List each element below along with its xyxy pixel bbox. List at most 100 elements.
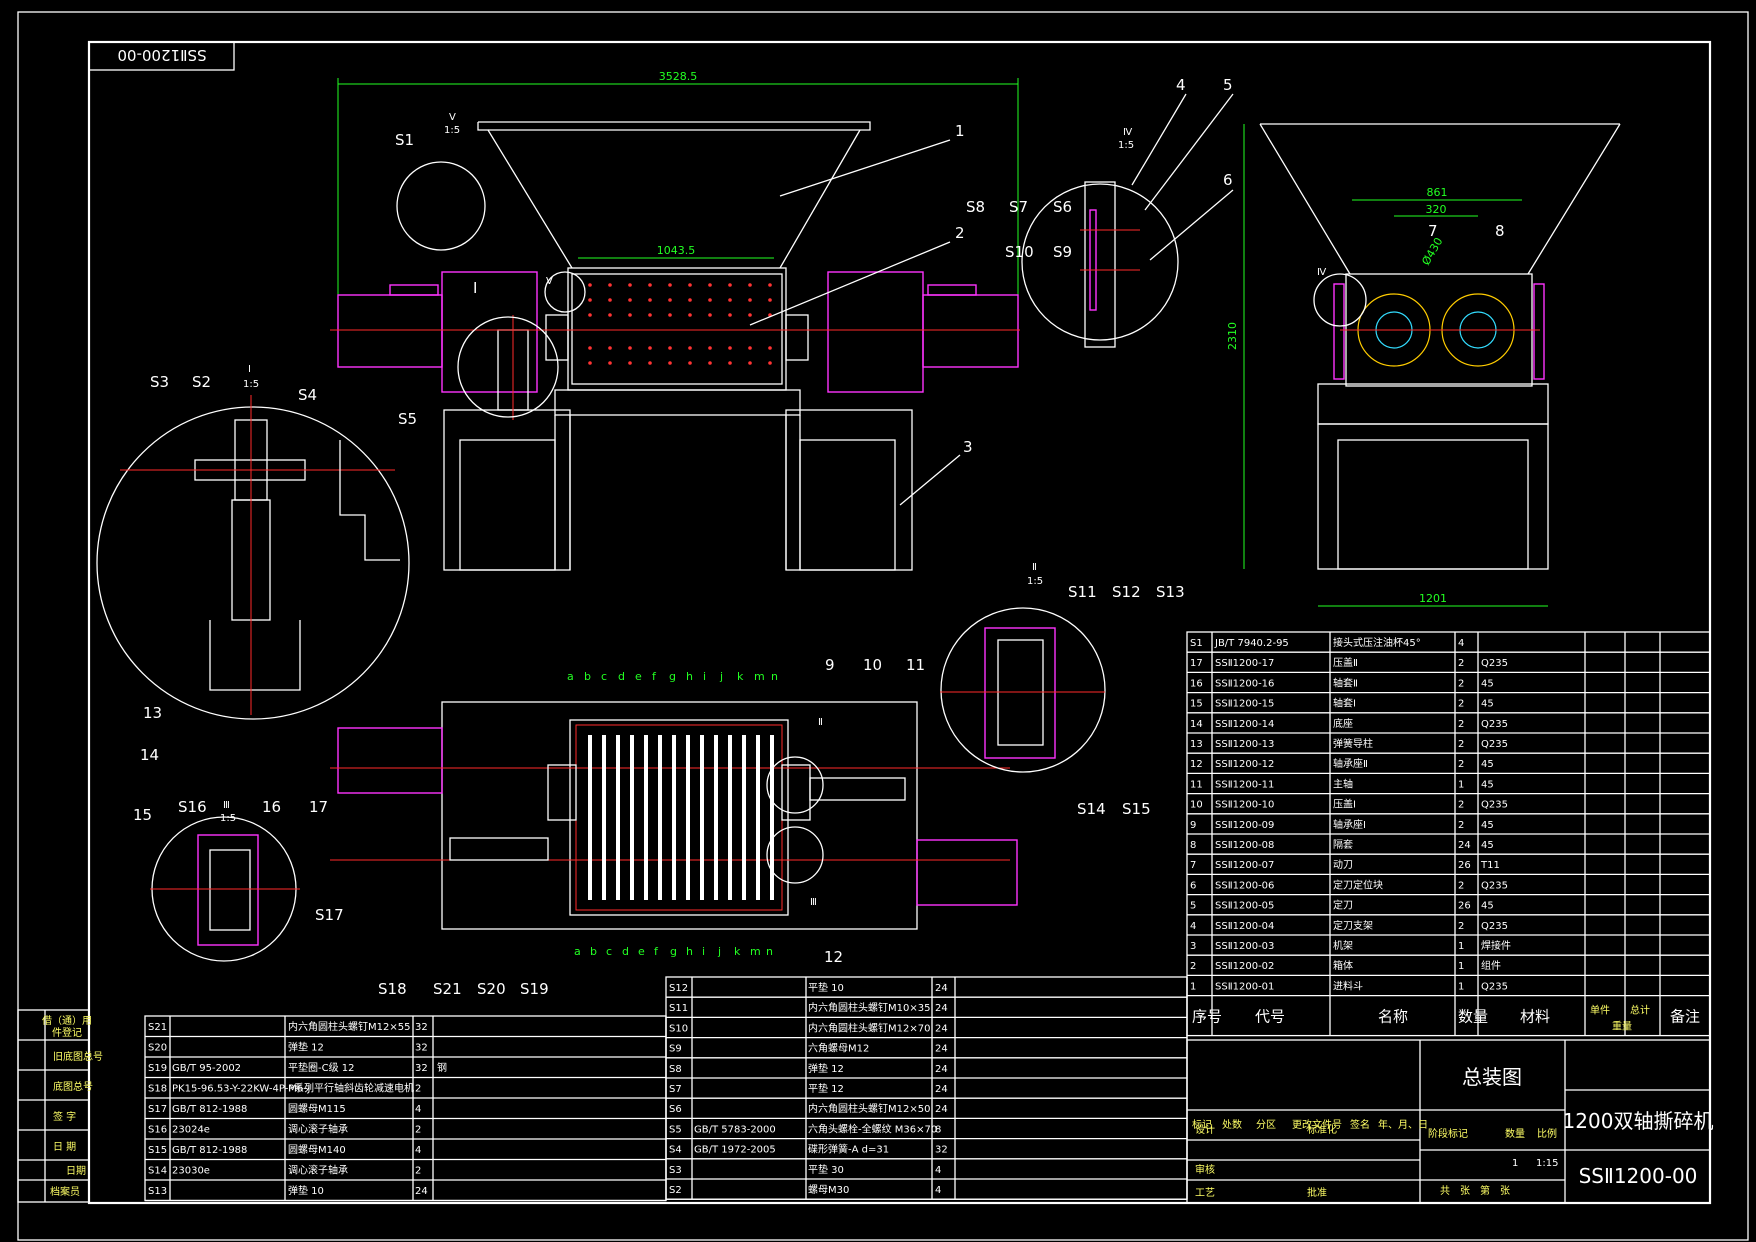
parts-cell: SSⅡ1200-03 [1215, 941, 1274, 952]
parts-cell: 26 [1458, 901, 1471, 912]
rotated-number-box [88, 41, 235, 71]
parts-cell: SSⅡ1200-09 [1215, 820, 1274, 831]
svg-text:d: d [622, 945, 629, 958]
parts-cell: 焊接件 [1481, 939, 1511, 952]
svg-text:标记: 标记 [1192, 1119, 1212, 1131]
parts-cell: SSⅡ1200-01 [1215, 981, 1274, 992]
std-cell: S18 [148, 1084, 167, 1095]
parts-cell: SSⅡ1200-08 [1215, 840, 1274, 851]
parts-cell: Q235 [1481, 981, 1508, 992]
parts-cell: 定刀定位块 [1333, 878, 1383, 891]
svg-text:b: b [584, 670, 591, 683]
parts-cell: 接头式压注油杯45° [1333, 636, 1421, 649]
parts-cell: 组件 [1481, 959, 1501, 972]
std-cell: 23030e [172, 1166, 210, 1177]
plan-view: a b c d e f g h i j k m n a b c d e f g … [330, 656, 1018, 998]
parts-cell: 机架 [1333, 939, 1353, 952]
callout-s11: S11 [1068, 583, 1097, 601]
parts-cell: 2 [1458, 678, 1464, 689]
parts-cell: 2 [1458, 759, 1464, 770]
callout-2: 2 [955, 224, 965, 242]
parts-cell: Q235 [1481, 880, 1508, 891]
std-cell: 32 [935, 1145, 948, 1156]
callout-6: 6 [1223, 171, 1233, 189]
parts-cell: 6 [1190, 880, 1196, 891]
dim-320: 320 [1426, 203, 1447, 216]
std-cell: GB/T 812-1988 [172, 1145, 247, 1156]
svg-text:1:5: 1:5 [220, 813, 236, 824]
parts-cell: 45 [1481, 820, 1494, 831]
callout-14: 14 [140, 746, 159, 764]
parts-cell: 弹簧导柱 [1333, 737, 1373, 750]
svg-text:e: e [638, 945, 645, 958]
parts-header-remark: 备注 [1670, 1008, 1700, 1026]
svg-text:I: I [248, 364, 251, 375]
parts-cell: 箱体 [1333, 959, 1353, 972]
parts-cell: 45 [1481, 699, 1494, 710]
svg-text:档案员: 档案员 [50, 1185, 80, 1198]
svg-text:重量: 重量 [1612, 1020, 1632, 1033]
side-revision-block: 借（通）用 件登记 旧底图总号 底图总号 签 字 日 期 档案员 日期 [17, 1009, 103, 1203]
svg-text:h: h [686, 670, 693, 683]
std-cell: 螺母M30 [808, 1184, 849, 1196]
svg-text:Ⅱ: Ⅱ [1032, 562, 1037, 573]
svg-text:日期: 日期 [66, 1165, 86, 1177]
parts-cell: 10 [1190, 800, 1203, 811]
svg-text:审核: 审核 [1195, 1163, 1215, 1176]
parts-cell: 动刀 [1333, 859, 1353, 871]
parts-header-qty: 数量 [1458, 1008, 1488, 1026]
svg-text:Ⅲ: Ⅲ [223, 800, 230, 811]
side-view: 861 320 Ø430 2310 1201 7 8 Ⅳ [1226, 123, 1621, 607]
svg-text:a: a [567, 670, 574, 683]
std-cell: 24 [935, 1044, 948, 1055]
svg-text:a: a [574, 945, 581, 958]
parts-cell: 1 [1458, 941, 1464, 952]
dim-dia-430: Ø430 [1419, 235, 1445, 267]
drawing-number: SSⅡ1200-00 [1579, 1164, 1698, 1188]
svg-text:c: c [601, 670, 607, 683]
parts-cell: 2 [1458, 739, 1464, 750]
callout-s3: S3 [150, 373, 169, 391]
std-cell: S4 [669, 1145, 682, 1156]
callout-s17: S17 [315, 906, 344, 924]
std-cell: 24 [935, 1003, 948, 1014]
dim-2310: 2310 [1226, 322, 1239, 350]
svg-text:底图总号: 底图总号 [53, 1080, 93, 1093]
parts-cell: 5 [1190, 901, 1196, 912]
std-cell: 碟形弹簧-A d=31 [808, 1143, 889, 1156]
callout-10: 10 [863, 656, 882, 674]
callout-8: 8 [1495, 222, 1505, 240]
parts-cell: SSⅡ1200-10 [1215, 800, 1274, 811]
parts-cell: 24 [1458, 840, 1471, 851]
outer-frame [17, 11, 1749, 1241]
callout-s8: S8 [966, 198, 985, 216]
svg-text:g: g [670, 945, 677, 958]
parts-cell: 轴套Ⅱ [1333, 676, 1358, 689]
std-cell: 弹垫 12 [288, 1041, 324, 1054]
svg-text:k: k [734, 945, 741, 958]
svg-text:1:5: 1:5 [444, 125, 460, 136]
svg-text:旧底图总号: 旧底图总号 [53, 1050, 103, 1063]
std-cell: 圆螺母M115 [288, 1103, 346, 1115]
parts-header-code: 代号 [1255, 1008, 1285, 1026]
parts-cell: 2 [1458, 820, 1464, 831]
std-cell: GB/T 95-2002 [172, 1063, 241, 1074]
parts-cell: S1 [1190, 638, 1203, 649]
parts-cell: 底座 [1333, 717, 1353, 730]
std-cell: 4 [415, 1145, 421, 1156]
callout-17: 17 [309, 798, 328, 816]
parts-cell: 1 [1458, 779, 1464, 790]
svg-text:f: f [652, 670, 657, 683]
parts-cell: 15 [1190, 699, 1203, 710]
callout-s9: S9 [1053, 243, 1072, 261]
callout-s6: S6 [1053, 198, 1072, 216]
parts-cell: 9 [1190, 820, 1196, 831]
callout-s5: S5 [398, 410, 417, 428]
callout-s12: S12 [1112, 583, 1141, 601]
std-cell: 内六角圆柱头螺钉M12×55 [288, 1020, 410, 1033]
svg-text:n: n [771, 670, 778, 683]
svg-text:k: k [737, 670, 744, 683]
detail-i: S3 S2 I 1:5 S4 13 14 [96, 364, 410, 764]
